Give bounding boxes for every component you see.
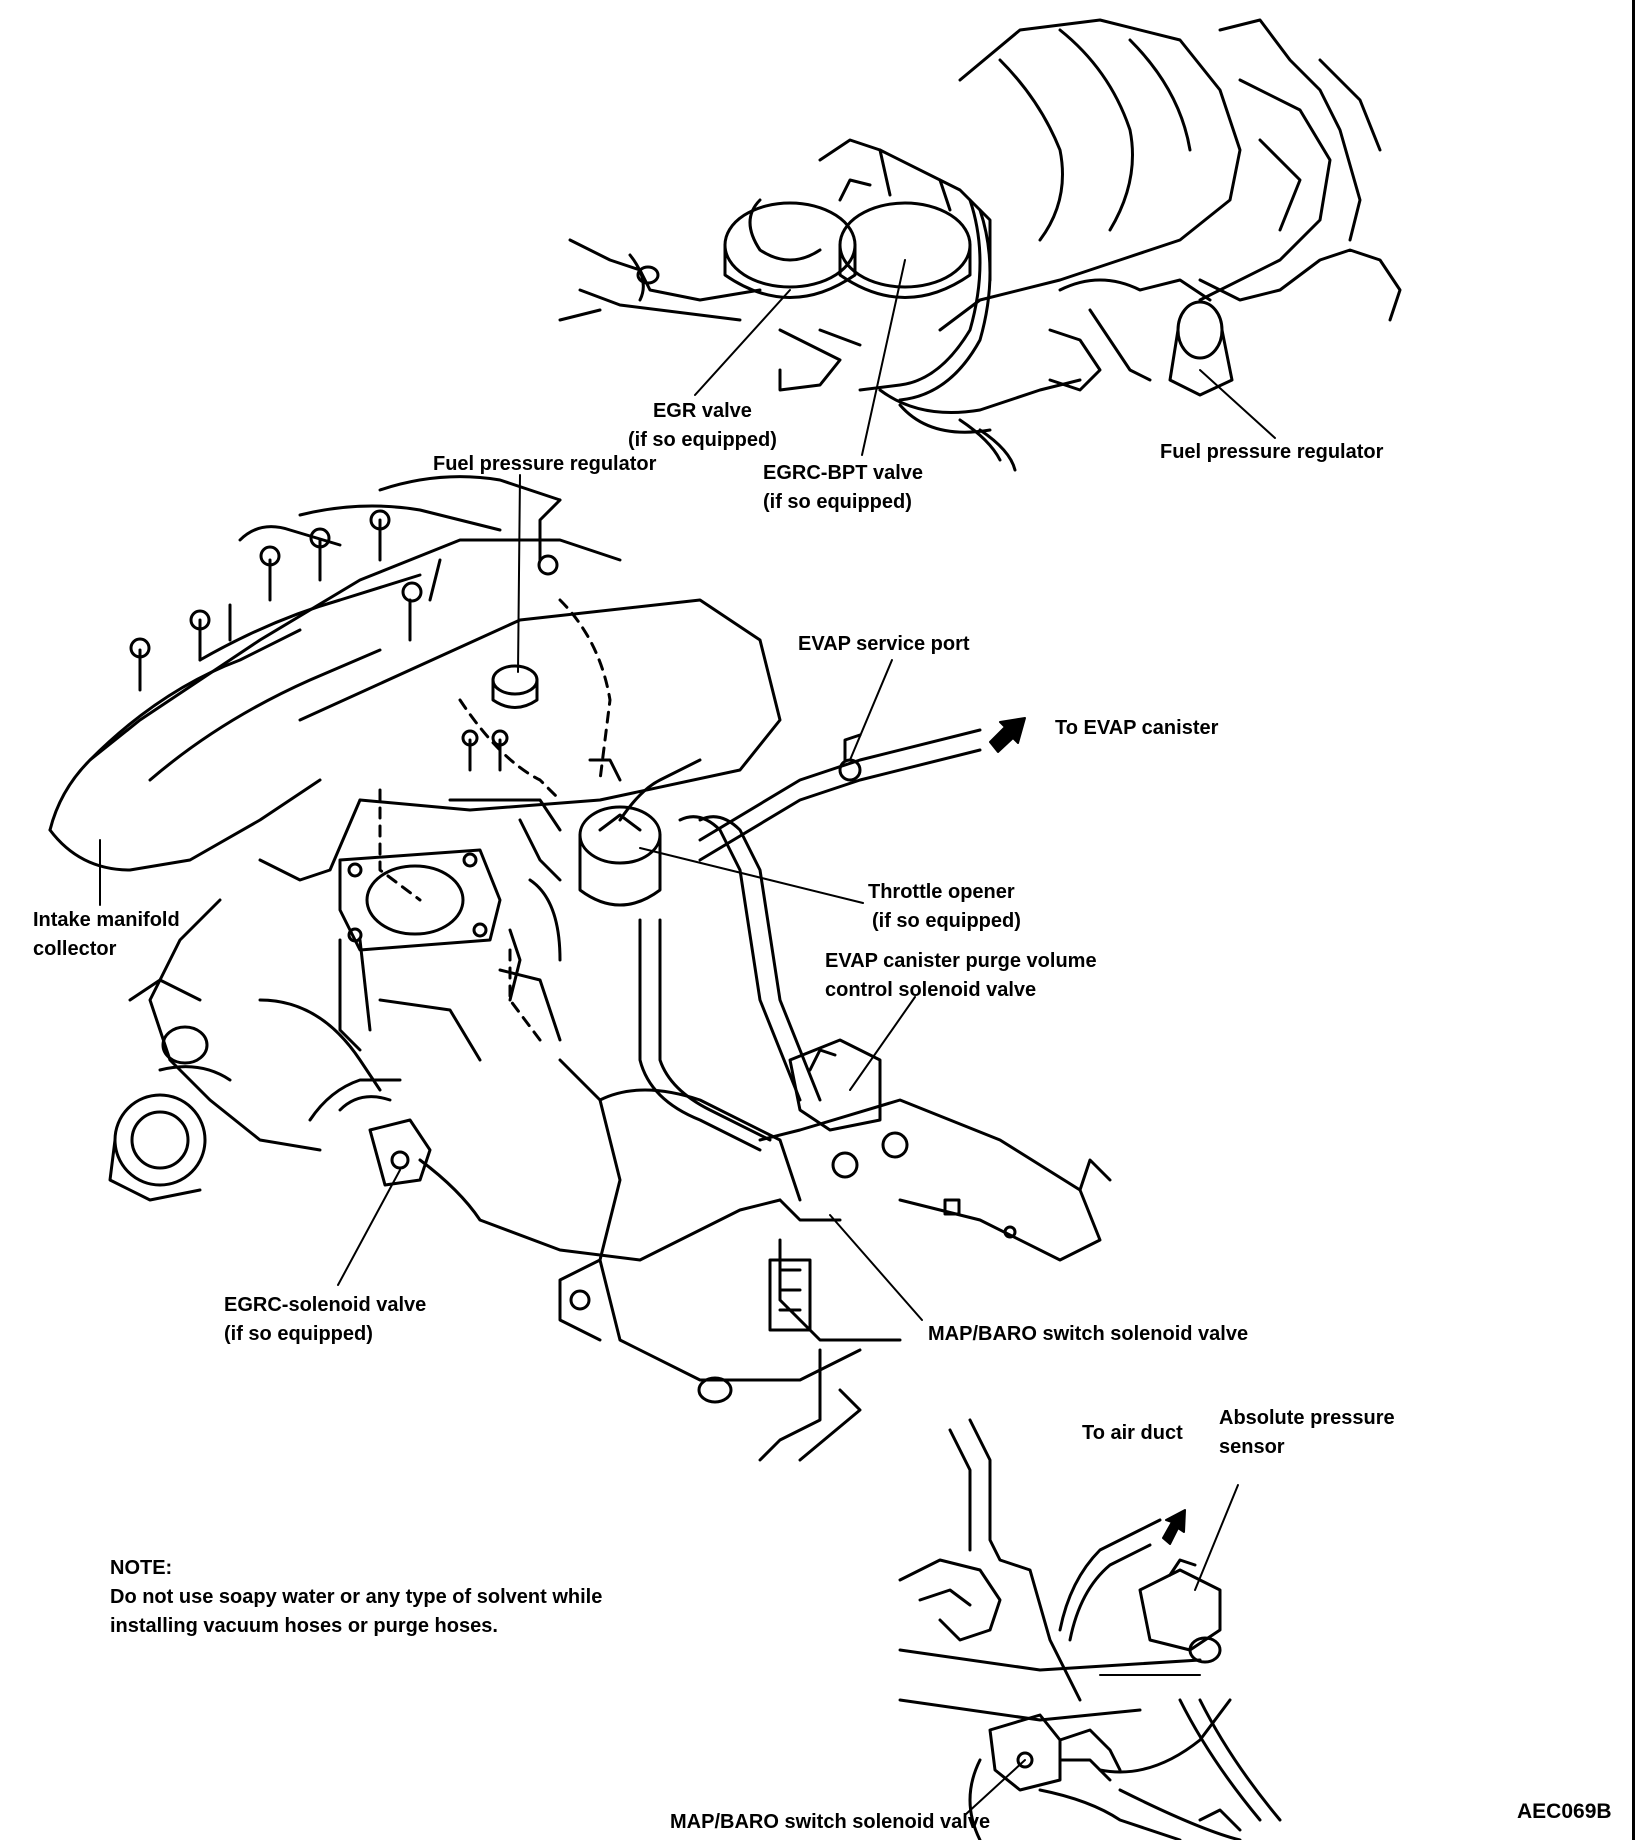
to-evap-canister-arrow (989, 717, 1026, 753)
main-engine-drawing (48, 475, 1112, 1462)
note-line-2: installing vacuum hoses or purge hoses. (110, 1615, 498, 1637)
egrc-solenoid-valve-label: EGRC-solenoid valve(if so equipped) (224, 1294, 427, 1345)
top-detail-drawing (558, 18, 1402, 472)
map-baro-main-label: MAP/BARO switch solenoid valve (928, 1323, 1249, 1345)
note-heading: NOTE: (110, 1557, 173, 1579)
fuel-pressure-regulator-top-label: Fuel pressure regulator (1160, 441, 1384, 463)
fuel-pressure-regulator-main-label: Fuel pressure regulator (433, 453, 657, 475)
figure-code: AEC069B (1517, 1800, 1612, 1823)
egr-valve-label: EGR valve(if so equipped) (628, 400, 777, 451)
egrc-bpt-valve-label: EGRC-BPT valve(if so equipped) (763, 462, 924, 513)
leader-lines (99, 259, 1276, 1816)
evap-service-port-label: EVAP service port (798, 633, 970, 655)
note-line-1: Do not use soapy water or any type of so… (110, 1586, 603, 1608)
to-air-duct-arrow (1162, 1509, 1186, 1545)
to-air-duct-label: To air duct (1082, 1422, 1183, 1444)
note-block: NOTE: Do not use soapy water or any type… (110, 1554, 602, 1641)
map-baro-detail-label: MAP/BARO switch solenoid valve (670, 1811, 991, 1833)
map-baro-detail-drawing (898, 1418, 1282, 1840)
throttle-opener-label: Throttle opener(if so equipped) (868, 881, 1021, 932)
to-evap-canister-label: To EVAP canister (1055, 717, 1219, 739)
page-border-line (1632, 0, 1635, 1840)
